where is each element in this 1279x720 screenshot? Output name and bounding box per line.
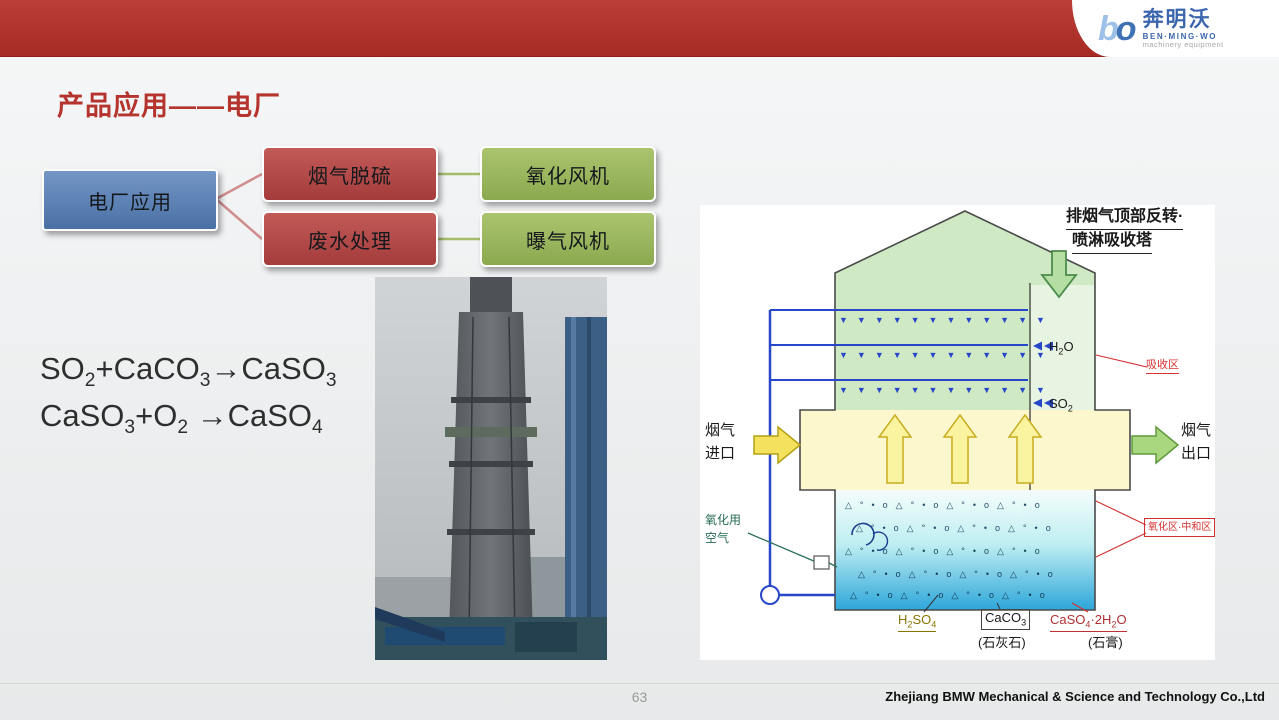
- flue-gas-inlet-label: 烟气进口: [705, 422, 736, 463]
- flow-node-wastewater-treatment: 废水处理: [262, 211, 438, 267]
- tower-diagram-graphics: ▼▼▼▼▼▼▼▼▼▼▼▼ ▼▼▼▼▼▼▼▼▼▼▼▼ ▼▼▼▼▼▼▼▼▼▼▼▼: [747, 210, 1180, 613]
- logo-icon: bo: [1098, 9, 1137, 48]
- oxidation-air-label: 氧化用空气: [705, 513, 742, 545]
- formula-oxidation: CaSO3+O2 →CaSO4: [40, 397, 323, 438]
- logo-text: 奔明沃 BEN·MING·WO machinery equipment: [1143, 8, 1224, 50]
- header-bar: bo 奔明沃 BEN·MING·WO machinery equipment: [0, 0, 1279, 57]
- footer-divider: [0, 683, 1279, 684]
- svg-text:△°•o△°•o△°•o△°•o: △°•o△°•o△°•o△°•o: [858, 569, 1061, 579]
- flue-gas-outlet-arrow: [1131, 425, 1180, 465]
- flow-node-aeration-blower: 曝气风机: [480, 211, 656, 267]
- formula-desulfurization: SO2+CaCO3→CaSO3: [40, 351, 337, 392]
- caco3-label: CaCO3: [981, 609, 1031, 631]
- gypsum-label: (石膏): [1088, 635, 1123, 650]
- gas-reversal-arrow: [1040, 250, 1078, 299]
- flow-node-oxidation-blower: 氧化风机: [480, 146, 656, 202]
- slide-title: 产品应用——电厂: [57, 91, 281, 121]
- pool-circulation-arrows: [851, 522, 889, 551]
- gas-flow-up-arrows: [877, 413, 1043, 484]
- diagram-title-line2: 喷淋吸收塔: [1072, 231, 1153, 254]
- absorber-tower: [449, 312, 533, 637]
- pool-particles: △°•o△°•o△°•o△°•o △°•o△°•o△°•o△°•o △°•o△°…: [845, 500, 1061, 600]
- plant-photo-image: [375, 277, 607, 660]
- absorption-zone-label: 吸收区: [1146, 358, 1179, 375]
- flue-gas-inlet-arrow: [753, 425, 802, 465]
- tower-outline: [799, 210, 1131, 611]
- flow-node-label: 曝气风机: [526, 230, 610, 253]
- logo-company-romanized: BEN·MING·WO: [1142, 31, 1218, 41]
- diagram-title-line1: 排烟气顶部反转·: [1066, 207, 1184, 230]
- spray-absorption-tower-diagram: ▼▼▼▼▼▼▼▼▼▼▼▼ ▼▼▼▼▼▼▼▼▼▼▼▼ ▼▼▼▼▼▼▼▼▼▼▼▼: [700, 205, 1216, 660]
- annotation-lines-black: [923, 594, 1001, 613]
- pump-symbol: [760, 585, 780, 605]
- caso4-2h2o-label: CaSO4·2H2O: [1050, 612, 1127, 633]
- flow-node-label: 电厂应用: [88, 191, 172, 214]
- flow-node-label: 烟气脱硫: [308, 165, 392, 188]
- logo-tagline: machinery equipment: [1142, 39, 1224, 49]
- oxidation-air-line: [747, 532, 838, 570]
- h2so4-label: H2SO4: [898, 612, 937, 633]
- spray-nozzles-row1: ▼▼▼▼▼▼▼▼▼▼▼▼: [839, 315, 1054, 325]
- flow-node-power-plant-application: 电厂应用: [42, 169, 218, 231]
- air-blower-symbol: [813, 555, 830, 570]
- company-logo: bo 奔明沃 BEN·MING·WO machinery equipment: [1072, 0, 1279, 57]
- svg-text:△°•o△°•o△°•o△°•o: △°•o△°•o△°•o△°•o: [845, 500, 1048, 510]
- svg-text:△°•o△°•o△°•o△°•o: △°•o△°•o△°•o△°•o: [856, 523, 1059, 533]
- footer-company-name: Zhejiang BMW Mechanical & Science and Te…: [885, 689, 1265, 704]
- spray-nozzles-row2: ▼▼▼▼▼▼▼▼▼▼▼▼: [839, 350, 1054, 360]
- svg-text:△°•o△°•o△°•o△°•o: △°•o△°•o△°•o△°•o: [845, 546, 1048, 556]
- flow-node-flue-gas-desulfurization: 烟气脱硫: [262, 146, 438, 202]
- logo-letter-o: o: [1115, 9, 1137, 48]
- flue-gas-outlet-label: 烟气出口: [1181, 422, 1212, 463]
- logo-letter-b: b: [1098, 9, 1119, 48]
- spray-banks: [770, 309, 1028, 381]
- h2o-label: H2O: [1049, 339, 1074, 357]
- chemical-formulas: SO2+CaCO3→CaSO3 CaSO3+O2 →CaSO4: [40, 348, 337, 441]
- spray-nozzles-row3: ▼▼▼▼▼▼▼▼▼▼▼▼: [839, 385, 1054, 395]
- annotation-lines-red: [1071, 354, 1148, 613]
- so2-label: SO2: [1049, 396, 1073, 414]
- svg-text:△°•o△°•o△°•o△°•o: △°•o△°•o△°•o△°•o: [850, 590, 1053, 600]
- flow-node-label: 氧化风机: [526, 165, 610, 188]
- limestone-label: (石灰石): [978, 635, 1026, 650]
- oxidation-neutralization-zone-label: 氧化区·中和区: [1144, 518, 1216, 537]
- flow-node-label: 废水处理: [308, 230, 392, 253]
- downflow-mini-arrows: [1033, 341, 1053, 408]
- logo-company-name: 奔明沃: [1142, 7, 1212, 31]
- page-number: 63: [631, 689, 648, 705]
- plant-photo: [375, 277, 607, 660]
